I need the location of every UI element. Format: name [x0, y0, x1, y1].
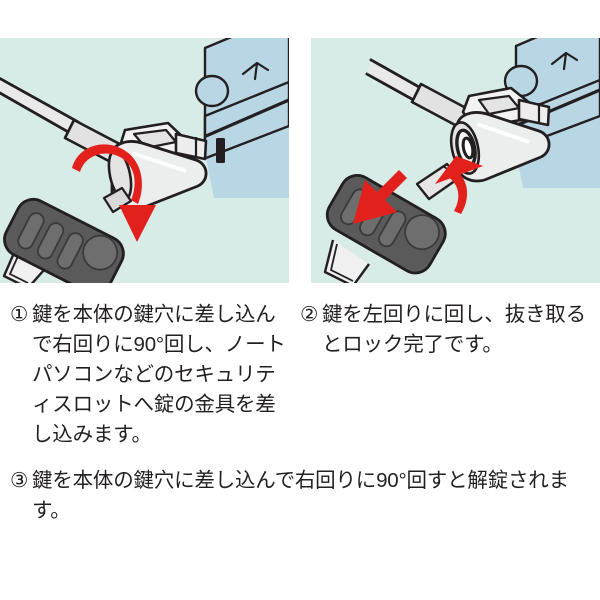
step-3-marker: ③: [10, 469, 29, 492]
laptop-illustration: [194, 38, 289, 198]
illustration-panels: [0, 38, 600, 283]
panel-turn-key-left-and-remove: [311, 38, 600, 283]
pull-out-arrow: [353, 170, 407, 224]
step-1-marker: ①: [10, 303, 29, 326]
lock-head-assembly: [449, 86, 551, 183]
step-2-marker: ②: [300, 303, 319, 326]
rotation-arrow-clockwise: [72, 144, 156, 242]
step-1-text: 鍵を本体の鍵穴に差し込んで右回りに90°回し、ノートパソコンなどのセキュリティス…: [32, 303, 286, 446]
security-slot: [216, 138, 225, 163]
keyhole-inner-ring: [461, 136, 475, 160]
step-3-text: 鍵を本体の鍵穴に差し込んで右回りに90°回すと解錠されます。: [32, 469, 569, 522]
panel-insert-key-and-turn-right: [0, 38, 289, 283]
rotation-arrow-counter-clockwise: [435, 156, 483, 214]
step-2-text: 鍵を左回りに回し、抜き取るとロック完了です。: [322, 303, 586, 356]
key-illustration: [2, 186, 133, 283]
